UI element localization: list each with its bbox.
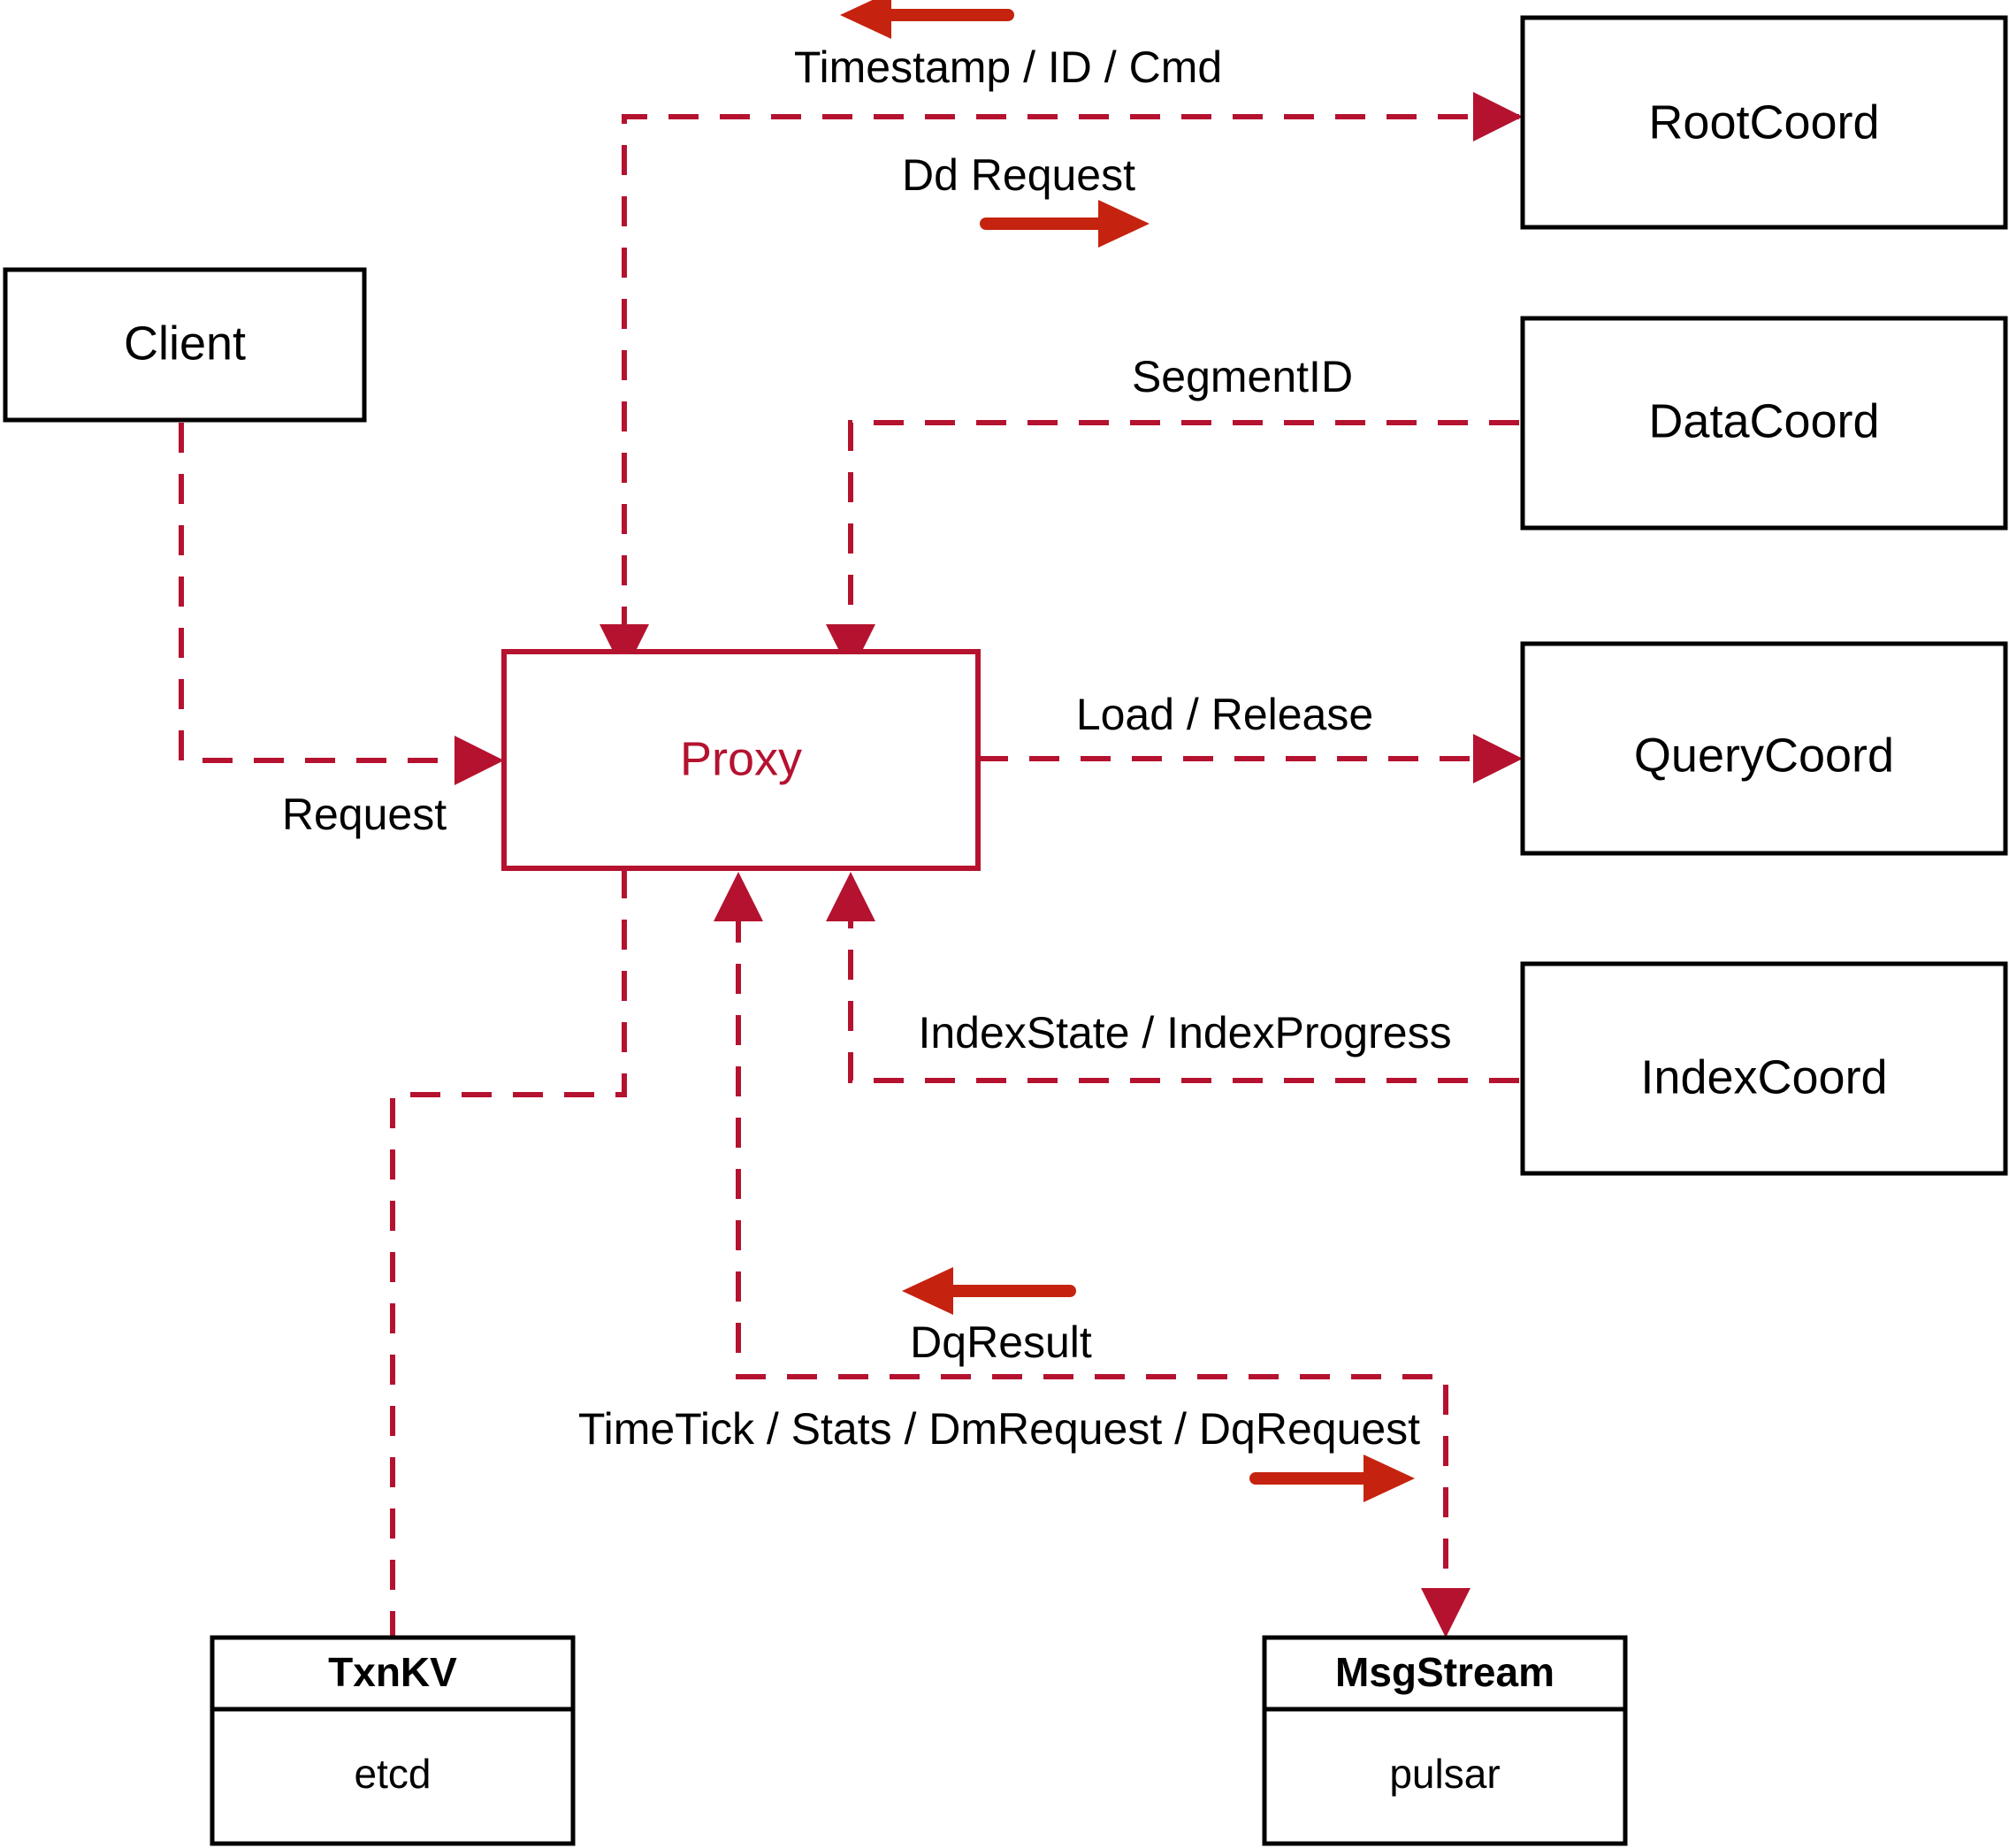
edge-label-dd-request: Dd Request (902, 150, 1135, 200)
edge-label-timetick-stats: TimeTick / Stats / DmRequest / DqRequest (578, 1404, 1420, 1454)
arrowhead-load-release-into-querycoord (1473, 734, 1523, 783)
edge-label-segment-id: SegmentID (1132, 352, 1353, 401)
node-txnkv-impl: etcd (355, 1751, 432, 1797)
edge-label-dq-result: DqResult (910, 1317, 1092, 1367)
edge-label-index-state-progress: IndexState / IndexProgress (918, 1008, 1451, 1058)
node-index-coord-label: IndexCoord (1640, 1050, 1887, 1103)
edge-path-timestamp-id-cmd (622, 114, 1519, 638)
node-msgstream[interactable]: MsgStream pulsar (1262, 1635, 1628, 1846)
node-txnkv[interactable]: TxnKV etcd (210, 1635, 576, 1846)
node-msgstream-impl: pulsar (1389, 1751, 1500, 1797)
arrowhead-dqresult-into-proxy (714, 872, 763, 921)
node-client-label: Client (124, 317, 246, 370)
node-root-coord[interactable]: RootCoord (1520, 15, 2008, 230)
edge-label-load-release: Load / Release (1076, 690, 1373, 739)
node-data-coord-label: DataCoord (1648, 394, 1879, 447)
node-index-coord[interactable]: IndexCoord (1520, 961, 2008, 1176)
edge-label-timestamp-id-cmd: Timestamp / ID / Cmd (794, 42, 1222, 92)
node-proxy[interactable]: Proxy (501, 649, 981, 871)
edge-path-timetick-dqresult (736, 913, 1448, 1607)
direction-arrow-dq-result (902, 1267, 1076, 1315)
node-msgstream-title: MsgStream (1335, 1649, 1554, 1695)
node-data-coord[interactable]: DataCoord (1520, 316, 2008, 531)
node-txnkv-title: TxnKV (328, 1649, 457, 1695)
edge-path-request (179, 423, 469, 763)
arrowhead-dd-request-into-rootcoord (1473, 92, 1523, 141)
node-client[interactable]: Client (3, 267, 367, 423)
edge-path-segment-id (848, 420, 1519, 638)
edge-path-index-state-progress (848, 913, 1519, 1083)
node-proxy-label: Proxy (680, 732, 802, 785)
direction-arrow-timestamp (840, 0, 1014, 39)
direction-arrow-timetick (1249, 1455, 1415, 1502)
direction-arrow-dd-request (980, 200, 1150, 248)
node-query-coord-label: QueryCoord (1634, 729, 1894, 782)
node-root-coord-label: RootCoord (1648, 95, 1879, 149)
edge-label-request: Request (282, 790, 447, 839)
arrowhead-request-into-proxy (455, 736, 504, 785)
node-query-coord[interactable]: QueryCoord (1520, 641, 2008, 856)
arrowhead-indexstate-into-proxy (826, 872, 875, 921)
arrowhead-dmrequest-into-msgstream (1421, 1588, 1470, 1638)
edge-path-txnkv (390, 868, 627, 1638)
